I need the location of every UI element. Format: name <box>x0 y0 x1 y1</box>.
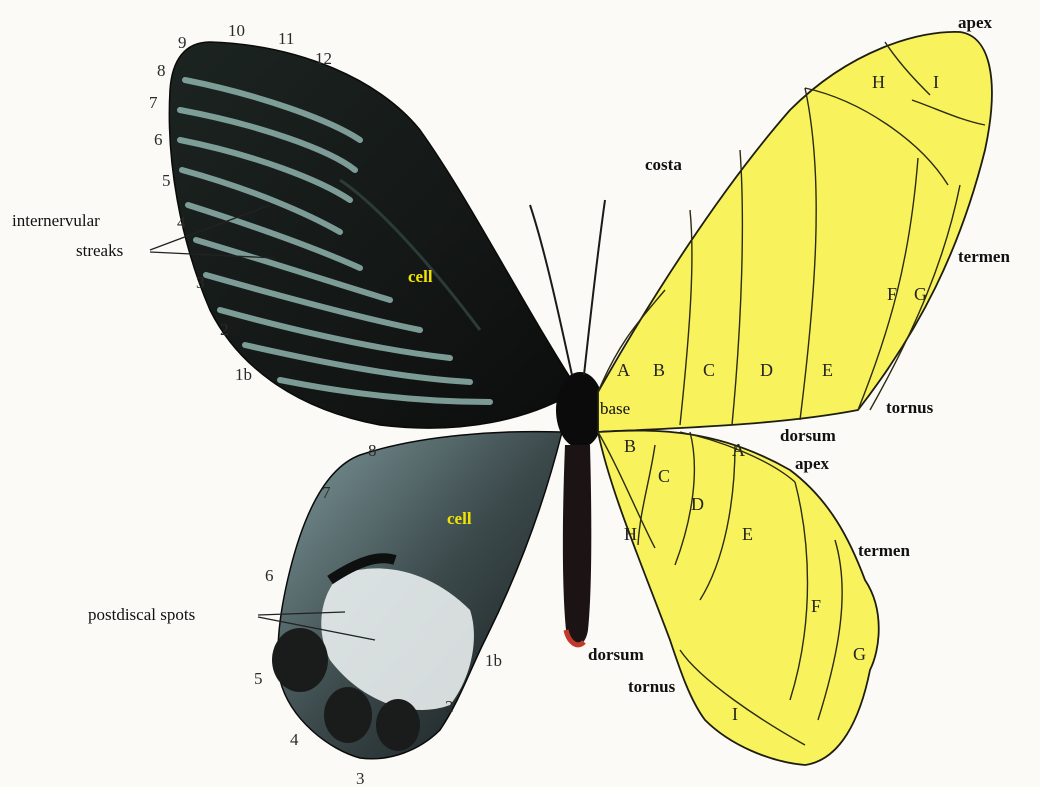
hw-area-H: H <box>624 524 637 544</box>
right-hindwing <box>598 431 879 765</box>
hw-area-D: D <box>691 494 704 514</box>
fw-vein-7: 7 <box>149 93 158 112</box>
fw-area-I: I <box>933 72 939 92</box>
fw-vein-10: 10 <box>228 21 245 40</box>
fw-vein-8: 8 <box>157 61 166 80</box>
fw-area-A: A <box>617 360 630 380</box>
hw-area-F: F <box>811 596 821 616</box>
label-forewing-cell: cell <box>408 267 433 286</box>
hw-vein-5: 5 <box>254 669 263 688</box>
hw-area-I: I <box>732 704 738 724</box>
hw-area-B: B <box>624 436 636 456</box>
fw-vein-9: 9 <box>178 33 187 52</box>
label-hw-dorsum: dorsum <box>588 645 644 664</box>
hw-vein-6: 6 <box>265 566 274 585</box>
hw-vein-4: 4 <box>290 730 299 749</box>
label-fw-costa: costa <box>645 155 682 174</box>
body <box>530 200 605 645</box>
fw-area-H: H <box>872 72 885 92</box>
label-streaks: streaks <box>76 241 123 260</box>
fw-area-D: D <box>760 360 773 380</box>
fw-vein-6: 6 <box>154 130 163 149</box>
label-fw-dorsum: dorsum <box>780 426 836 445</box>
hw-vein-8: 8 <box>368 441 377 460</box>
left-forewing <box>169 42 578 428</box>
fw-vein-2: 2 <box>220 320 229 339</box>
fw-area-G: G <box>914 284 927 304</box>
label-hw-tornus: tornus <box>628 677 676 696</box>
hw-vein-1b: 1b <box>485 651 502 670</box>
label-fw-tornus: tornus <box>886 398 934 417</box>
hw-area-E: E <box>742 524 753 544</box>
hw-area-C: C <box>658 466 670 486</box>
left-hindwing <box>272 432 562 759</box>
label-fw-termen: termen <box>958 247 1010 266</box>
label-base: base <box>600 399 630 418</box>
label-hindwing-cell: cell <box>447 509 472 528</box>
fw-area-F: F <box>887 284 897 304</box>
label-hw-apex: apex <box>795 454 830 473</box>
fw-vein-3: 3 <box>196 273 205 292</box>
fw-vein-12: 12 <box>315 49 332 68</box>
label-postdiscal-spots: postdiscal spots <box>88 605 195 624</box>
label-fw-apex: apex <box>958 13 993 32</box>
fw-area-E: E <box>822 360 833 380</box>
fw-area-C: C <box>703 360 715 380</box>
fw-area-B: B <box>653 360 665 380</box>
hw-vein-3: 3 <box>356 769 365 787</box>
hw-area-A: A <box>732 440 745 460</box>
fw-vein-1b: 1b <box>235 365 252 384</box>
fw-vein-5: 5 <box>162 171 171 190</box>
hw-vein-2: 2 <box>445 697 454 716</box>
label-internervular: internervular <box>12 211 100 230</box>
fw-vein-11: 11 <box>278 29 294 48</box>
fw-vein-4: 4 <box>177 213 186 232</box>
hw-vein-7: 7 <box>322 483 331 502</box>
label-hw-termen: termen <box>858 541 910 560</box>
hw-area-G: G <box>853 644 866 664</box>
